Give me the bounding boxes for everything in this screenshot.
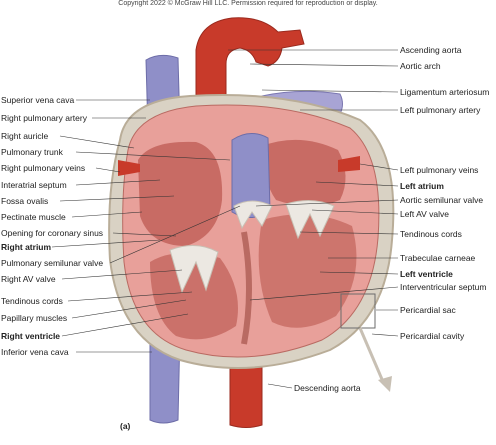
septum-shape <box>241 231 252 345</box>
inset-arrowhead <box>378 376 392 392</box>
label-right-av-valve: Right AV valve <box>1 274 56 284</box>
right-ventricle-chamber <box>150 252 238 340</box>
right-av-valve-shape <box>169 245 219 294</box>
inset-arrow <box>358 327 386 385</box>
label-pericardial-sac: Pericardial sac <box>400 305 456 315</box>
label-inferior-vena-cava: Inferior vena cava <box>1 347 69 357</box>
label-trabeculae-carneae: Trabeculae carneae <box>400 253 476 263</box>
label-interventricular-septum: Interventricular septum <box>400 282 487 292</box>
label-fossa-ovalis: Fossa ovalis <box>1 196 49 206</box>
aortic-valve-shape <box>233 200 273 230</box>
left-pulmonary-veins-shape <box>338 156 360 172</box>
label-aortic-semilunar-valve: Aortic semilunar valve <box>400 195 484 205</box>
leader-lines-right <box>228 49 399 389</box>
label-right-atrium: Right atrium <box>1 242 52 252</box>
aortic-arch-shape <box>195 17 305 101</box>
right-pulmonary-veins-shape <box>118 160 140 176</box>
label-opening-coronary-sinus: Opening for coronary sinus <box>1 228 104 238</box>
label-aortic-arch: Aortic arch <box>400 61 441 71</box>
label-superior-vena-cava: Superior vena cava <box>1 95 75 105</box>
label-left-pulmonary-artery: Left pulmonary artery <box>400 105 481 115</box>
label-ligamentum-arteriosum: Ligamentum arteriosum <box>400 87 490 97</box>
label-pulmonary-semilunar-valve: Pulmonary semilunar valve <box>1 258 104 268</box>
label-right-ventricle: Right ventricle <box>1 331 61 341</box>
label-tendinous-cords-right: Tendinous cords <box>400 229 462 239</box>
left-av-valve-shape <box>285 200 335 240</box>
label-left-av-valve: Left AV valve <box>400 209 449 219</box>
label-descending-aorta: Descending aorta <box>294 383 361 393</box>
label-left-atrium: Left atrium <box>400 181 444 191</box>
figure-part-label: (a) <box>120 421 131 431</box>
label-right-pulmonary-artery: Right pulmonary artery <box>1 113 87 123</box>
label-ascending-aorta: Ascending aorta <box>400 45 462 55</box>
leader-lines-left <box>51 99 241 353</box>
label-left-ventricle: Left ventricle <box>400 269 453 279</box>
label-pulmonary-trunk: Pulmonary trunk <box>1 147 63 157</box>
label-tendinous-cords-left: Tendinous cords <box>1 296 63 306</box>
label-pectinate-muscle: Pectinate muscle <box>1 212 66 222</box>
copyright-notice: Copyright 2022 © McGraw Hill LLC. Permis… <box>118 0 378 7</box>
left-ventricle-chamber <box>258 214 357 328</box>
left-atrium-chamber <box>262 139 346 206</box>
label-right-auricle: Right auricle <box>1 131 49 141</box>
label-right-pulmonary-veins: Right pulmonary veins <box>1 163 86 173</box>
right-atrium-chamber <box>138 141 223 246</box>
label-pericardial-cavity: Pericardial cavity <box>400 331 465 341</box>
label-left-pulmonary-veins: Left pulmonary veins <box>400 165 479 175</box>
label-interatrial-septum: Interatrial septum <box>1 180 67 190</box>
label-papillary-muscles: Papillary muscles <box>1 313 68 323</box>
pericardial-inset-box <box>340 293 376 329</box>
